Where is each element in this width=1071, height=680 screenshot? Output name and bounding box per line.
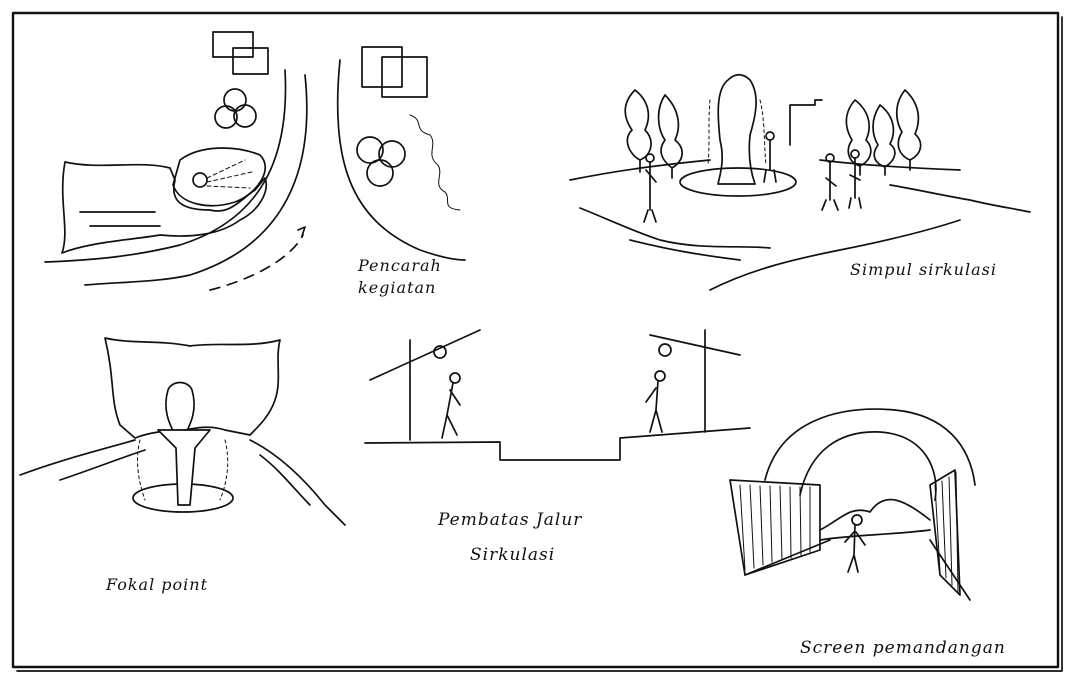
sketch-pengarah-kegiatan: Pencarah kegiatan xyxy=(40,20,470,320)
caption-pengarah-kegiatan-line2: kegiatan xyxy=(358,278,436,297)
plan-drawing xyxy=(40,20,470,320)
sketch-simpul-sirkulasi: Simpul sirkulasi xyxy=(560,60,1050,300)
sketch-fokal-point: Fokal point xyxy=(20,330,350,610)
caption-simpul-sirkulasi: Simpul sirkulasi xyxy=(850,260,997,279)
section-drawing xyxy=(360,320,760,590)
caption-screen-pemandangan: Screen pemandangan xyxy=(800,638,1006,658)
sketch-pembatas-jalur-sirkulasi: Pembatas Jalur Sirkulasi xyxy=(360,320,760,590)
focal-point-drawing xyxy=(20,330,350,610)
screen-drawing xyxy=(730,400,1050,670)
caption-fokal-point: Fokal point xyxy=(106,575,208,594)
caption-pengarah-kegiatan-line1: Pencarah xyxy=(358,256,442,275)
sketch-screen-pemandangan: Screen pemandangan xyxy=(730,400,1050,670)
caption-pembatas-line1: Pembatas Jalur xyxy=(438,510,582,530)
caption-pembatas-line2: Sirkulasi xyxy=(470,545,555,565)
